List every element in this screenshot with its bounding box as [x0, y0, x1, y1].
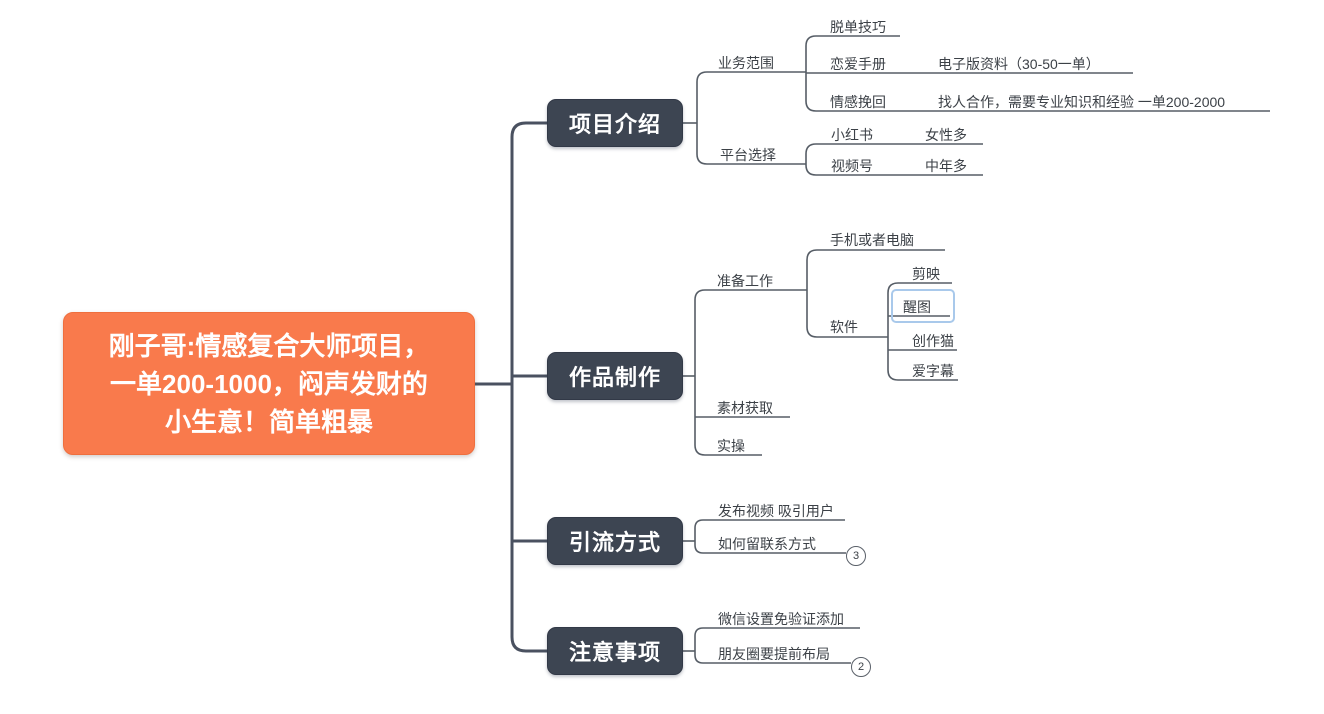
node-dating-skills[interactable]: 脱单技巧: [830, 19, 886, 35]
node-love-manual-note[interactable]: 电子版资料（30-50一单）: [938, 56, 1100, 72]
node-xingtu[interactable]: 醒图: [903, 299, 931, 315]
node-video-account-note[interactable]: 中年多: [925, 158, 967, 174]
node-business-scope[interactable]: 业务范围: [718, 55, 774, 71]
node-emotion-recovery[interactable]: 情感挽回: [830, 94, 886, 110]
node-moments-layout[interactable]: 朋友圈要提前布局: [718, 646, 830, 662]
node-software[interactable]: 软件: [830, 319, 858, 335]
root-topic[interactable]: 刚子哥:情感复合大师项目， 一单200-1000，闷声发财的 小生意！简单粗暴: [63, 312, 475, 455]
selection-highlight: [891, 289, 955, 323]
node-xiaohongshu-note[interactable]: 女性多: [925, 127, 967, 143]
node-emotion-recovery-note[interactable]: 找人合作，需要专业知识和经验 一单200-2000: [938, 94, 1226, 110]
node-publish-video[interactable]: 发布视频 吸引用户: [718, 503, 834, 519]
topic-project-intro[interactable]: 项目介绍: [547, 99, 683, 147]
node-jianying[interactable]: 剪映: [912, 266, 940, 282]
node-love-manual[interactable]: 恋爱手册: [830, 56, 886, 72]
topic-traffic-method[interactable]: 引流方式: [547, 517, 683, 565]
node-phone-or-computer[interactable]: 手机或者电脑: [830, 232, 914, 248]
node-chuangzuomao[interactable]: 创作猫: [912, 333, 954, 349]
node-material-acquisition[interactable]: 素材获取: [717, 400, 773, 416]
node-aizimu[interactable]: 爱字幕: [912, 363, 954, 379]
collapsed-count-badge[interactable]: 3: [846, 546, 866, 566]
node-practice[interactable]: 实操: [717, 438, 745, 454]
topic-important-notes[interactable]: 注意事项: [547, 627, 683, 675]
node-preparation[interactable]: 准备工作: [717, 273, 773, 289]
node-contact-method[interactable]: 如何留联系方式: [718, 536, 816, 552]
node-video-account[interactable]: 视频号: [831, 158, 873, 174]
collapsed-count-badge[interactable]: 2: [851, 657, 871, 677]
node-xiaohongshu[interactable]: 小红书: [831, 127, 873, 143]
topic-content-creation[interactable]: 作品制作: [547, 352, 683, 400]
node-platform-choice[interactable]: 平台选择: [720, 147, 776, 163]
node-wechat-no-verify[interactable]: 微信设置免验证添加: [718, 611, 844, 627]
